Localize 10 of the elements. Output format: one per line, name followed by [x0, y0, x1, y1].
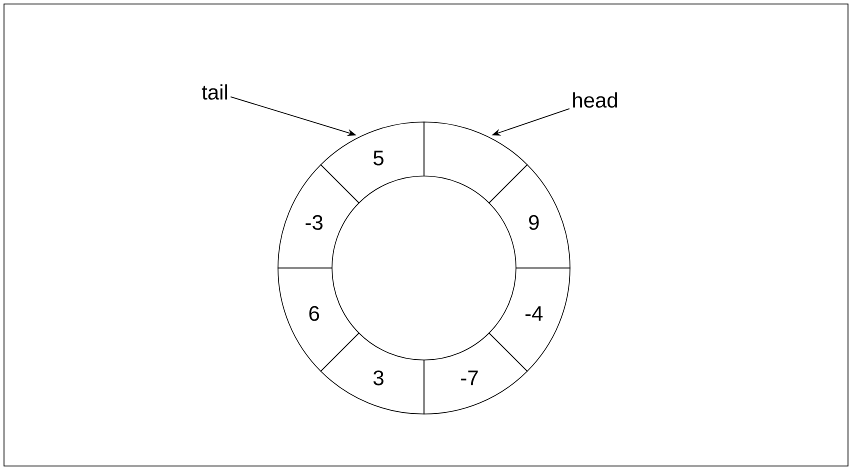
pointer-label: tail: [202, 84, 228, 100]
ring-segment: 6: [278, 268, 360, 372]
ring-segment: 3: [320, 332, 424, 414]
ring-segment: 9: [488, 164, 570, 268]
ring-segment: [424, 122, 528, 204]
ring-segment: -3: [278, 164, 360, 268]
pointer-label: head: [573, 92, 617, 108]
ring-segment: -7: [424, 332, 528, 414]
ring-segment: -4: [488, 268, 570, 372]
ring-segment: 5: [320, 122, 424, 204]
